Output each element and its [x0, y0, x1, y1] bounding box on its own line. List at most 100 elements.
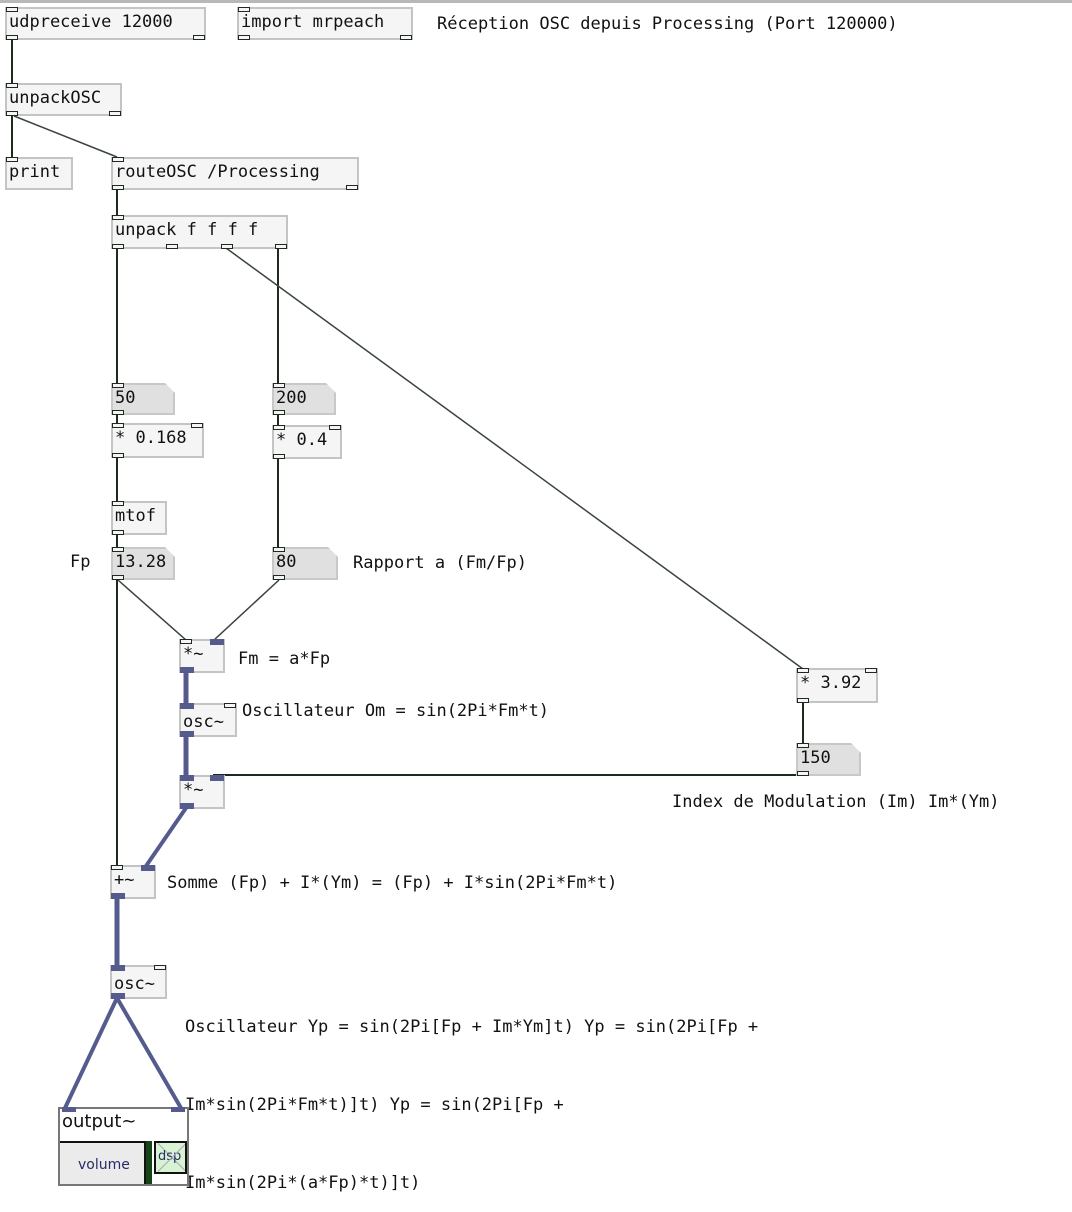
signal-inlet[interactable]: [111, 965, 125, 971]
object-print[interactable]: print: [5, 157, 73, 190]
object-label: *~: [183, 644, 204, 664]
object-unpackosc[interactable]: unpackOSC: [5, 83, 122, 116]
object-osc-mod[interactable]: osc~: [179, 703, 237, 737]
object-label: routeOSC /Processing: [115, 162, 320, 182]
inlet[interactable]: [6, 83, 18, 88]
outlet[interactable]: [112, 530, 124, 535]
signal-outlet[interactable]: [180, 731, 194, 737]
output-title: output~: [62, 1111, 137, 1132]
inlet[interactable]: [329, 425, 341, 430]
object-label: * 3.92: [800, 673, 862, 693]
object-routeosc[interactable]: routeOSC /Processing: [111, 157, 359, 190]
inlet[interactable]: [224, 703, 236, 708]
number-value: 150: [800, 748, 831, 768]
inlet[interactable]: [6, 157, 18, 162]
outlet[interactable]: [6, 35, 18, 40]
outlet[interactable]: [112, 410, 124, 415]
signal-outlet[interactable]: [180, 803, 194, 809]
outlet[interactable]: [400, 35, 412, 40]
inlet[interactable]: [112, 383, 124, 388]
inlet[interactable]: [191, 423, 203, 428]
outlet[interactable]: [238, 35, 250, 40]
object-label: import mrpeach: [241, 12, 385, 32]
inlet[interactable]: [238, 7, 250, 12]
number-value: 50: [115, 388, 136, 408]
volume-slider[interactable]: volume: [60, 1141, 146, 1184]
inlet[interactable]: [112, 501, 124, 506]
object-label: print: [9, 162, 61, 182]
output-abstraction[interactable]: output~ volume dsp: [58, 1107, 189, 1186]
outlet[interactable]: [112, 453, 124, 458]
outlet[interactable]: [166, 244, 178, 249]
object-mul-sig-index[interactable]: *~: [179, 775, 225, 809]
object-label: unpack f f f f: [115, 220, 259, 240]
outlet[interactable]: [221, 244, 233, 249]
signal-inlet[interactable]: [141, 865, 155, 871]
object-osc-carrier[interactable]: osc~: [110, 965, 167, 999]
object-mul-sig-fm[interactable]: *~: [179, 639, 225, 673]
inlet[interactable]: [865, 668, 877, 673]
outlet[interactable]: [112, 244, 124, 249]
inlet[interactable]: [112, 547, 124, 552]
dsp-label: dsp: [158, 1149, 182, 1164]
outlet[interactable]: [109, 111, 121, 116]
outlet[interactable]: [273, 575, 285, 580]
signal-inlet[interactable]: [210, 639, 224, 645]
inlet[interactable]: [111, 865, 123, 870]
number-value: 200: [276, 388, 307, 408]
inlet[interactable]: [797, 668, 809, 673]
outlet[interactable]: [112, 575, 124, 580]
inlet[interactable]: [180, 639, 192, 644]
object-import[interactable]: import mrpeach: [237, 7, 413, 40]
signal-outlet[interactable]: [111, 893, 125, 899]
outlet[interactable]: [6, 111, 18, 116]
object-label: * 0.168: [115, 428, 187, 448]
inlet[interactable]: [112, 423, 124, 428]
inlet[interactable]: [273, 547, 285, 552]
inlet[interactable]: [112, 215, 124, 220]
number-box-fp[interactable]: 13.28: [111, 547, 175, 580]
outlet[interactable]: [193, 35, 205, 40]
object-unpack[interactable]: unpack f f f f: [111, 215, 288, 249]
inlet[interactable]: [112, 157, 124, 162]
inlet[interactable]: [273, 383, 285, 388]
outlet[interactable]: [797, 771, 809, 776]
signal-inlet-left[interactable]: [62, 1107, 76, 1112]
number-box-50[interactable]: 50: [111, 383, 175, 415]
number-box-200[interactable]: 200: [272, 383, 336, 415]
inlet[interactable]: [154, 965, 166, 970]
object-udpreceive[interactable]: udpreceive 12000: [5, 7, 206, 40]
signal-inlet[interactable]: [180, 775, 194, 781]
object-mul-0168[interactable]: * 0.168: [111, 423, 204, 458]
comment-somme: Somme (Fp) + I*(Ym) = (Fp) + I*sin(2Pi*F…: [167, 873, 618, 893]
number-box-ratio[interactable]: 80: [272, 547, 338, 580]
outlet[interactable]: [273, 454, 285, 459]
number-value: 80: [276, 552, 297, 572]
object-mul-04[interactable]: * 0.4: [272, 425, 342, 459]
outlet[interactable]: [112, 185, 124, 190]
object-mtof[interactable]: mtof: [111, 501, 167, 535]
object-label: osc~: [183, 712, 224, 732]
signal-inlet[interactable]: [210, 775, 224, 781]
outlet[interactable]: [273, 410, 285, 415]
object-mul-392[interactable]: * 3.92: [796, 668, 878, 703]
object-add-sig[interactable]: +~: [110, 865, 156, 899]
dsp-toggle[interactable]: dsp: [154, 1141, 187, 1174]
outlet[interactable]: [797, 698, 809, 703]
outlet[interactable]: [346, 185, 358, 190]
number-box-index[interactable]: 150: [796, 743, 861, 776]
signal-inlet-right[interactable]: [171, 1107, 185, 1112]
object-label: osc~: [114, 974, 155, 994]
comment-reception: Réception OSC depuis Processing (Port 12…: [437, 14, 898, 34]
object-label: +~: [114, 870, 135, 890]
window-top-border: [0, 0, 1072, 3]
inlet[interactable]: [6, 7, 18, 12]
inlet[interactable]: [273, 425, 285, 430]
signal-outlet[interactable]: [111, 993, 125, 999]
outlet[interactable]: [275, 244, 287, 249]
signal-outlet[interactable]: [180, 667, 194, 673]
signal-inlet[interactable]: [180, 703, 194, 709]
inlet[interactable]: [797, 743, 809, 748]
